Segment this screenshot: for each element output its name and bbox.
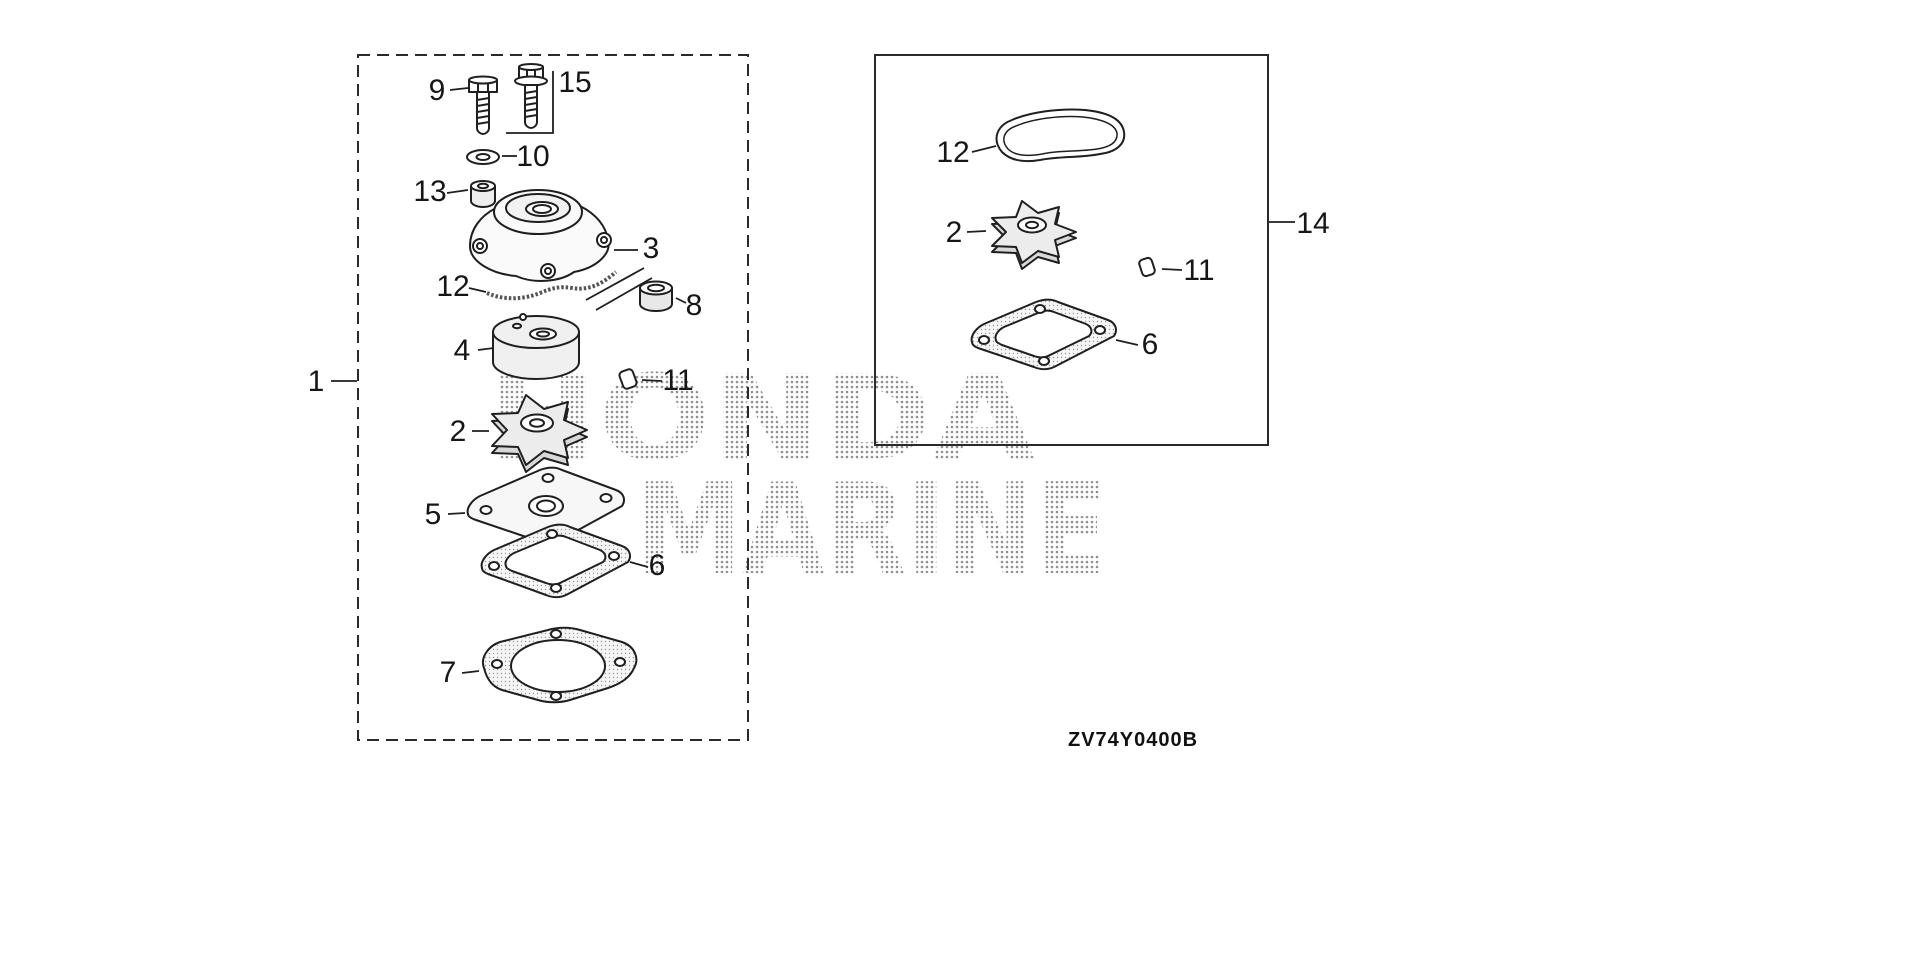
callout-2: 2 — [450, 415, 467, 448]
callout-6-kit: 6 — [1142, 328, 1159, 361]
callout-1: 1 — [308, 365, 325, 398]
part-12-gasket-kit — [995, 108, 1126, 163]
leader-line-2-kit — [966, 230, 987, 233]
left-group-box — [357, 54, 749, 741]
part-15-flange-bolt — [514, 63, 548, 129]
leader-line-13 — [446, 189, 469, 194]
part-2-impeller-kit — [991, 200, 1077, 270]
part-6-gasket-kit — [970, 298, 1117, 371]
leader-line-9 — [449, 87, 469, 91]
leader-line-4 — [477, 347, 495, 351]
watermark-line2: MARINE — [636, 456, 1108, 603]
watermark-line1: HONDA — [487, 349, 1035, 487]
part-6-gasket — [480, 523, 631, 599]
callout-10: 10 — [516, 140, 549, 173]
right-group-box — [874, 54, 1269, 446]
leader-line-7 — [461, 670, 480, 674]
callout-8: 8 — [686, 289, 703, 322]
callout-15-bracket — [506, 71, 554, 134]
leader-line-6-kit — [1115, 339, 1139, 346]
callout-11-kit: 11 — [1183, 254, 1214, 287]
part-12-gasket — [486, 270, 618, 301]
leader-line-5 — [447, 512, 466, 515]
part-4-pump-liner — [492, 313, 580, 380]
leader-line-12 — [468, 287, 487, 293]
leader-line-11-kit — [1161, 268, 1183, 271]
callout-4: 4 — [454, 334, 471, 367]
left-parts-group: 9 15 10 13 3 12 8 4 11 2 5 6 7 1 — [308, 54, 749, 741]
callout-12: 12 — [436, 270, 469, 303]
drawing-code: ZV74Y0400B — [1068, 729, 1198, 751]
part-11-key-kit — [1138, 256, 1156, 278]
callout-12-kit: 12 — [936, 136, 969, 169]
callout-6: 6 — [649, 549, 666, 582]
callout-11: 11 — [662, 364, 693, 397]
leader-line-12-kit — [971, 145, 997, 153]
part-7-gasket — [482, 626, 638, 704]
part-11-key — [618, 368, 638, 390]
leader-line-8 — [675, 297, 687, 304]
part-13-collar — [470, 180, 496, 208]
leader-line-11 — [641, 379, 663, 382]
callout-15: 15 — [558, 66, 591, 99]
callout-5: 5 — [425, 498, 442, 531]
callout-3: 3 — [643, 232, 660, 265]
callout-9: 9 — [429, 74, 446, 107]
right-parts-group: 12 2 11 6 14 — [874, 54, 1330, 446]
leader-line-6 — [629, 561, 649, 568]
callout-13: 13 — [413, 175, 446, 208]
callout-7: 7 — [440, 656, 457, 689]
part-5-plate — [466, 466, 625, 545]
part-9-bolt — [468, 75, 498, 135]
part-10-washer — [466, 149, 500, 165]
watermark: HONDA MARINE — [487, 349, 1108, 603]
part-2-impeller — [491, 394, 588, 473]
part-3-pump-housing — [469, 189, 612, 282]
part-8-grommet — [639, 280, 673, 312]
callout-2-kit: 2 — [946, 216, 963, 249]
callout-14: 14 — [1296, 207, 1329, 240]
